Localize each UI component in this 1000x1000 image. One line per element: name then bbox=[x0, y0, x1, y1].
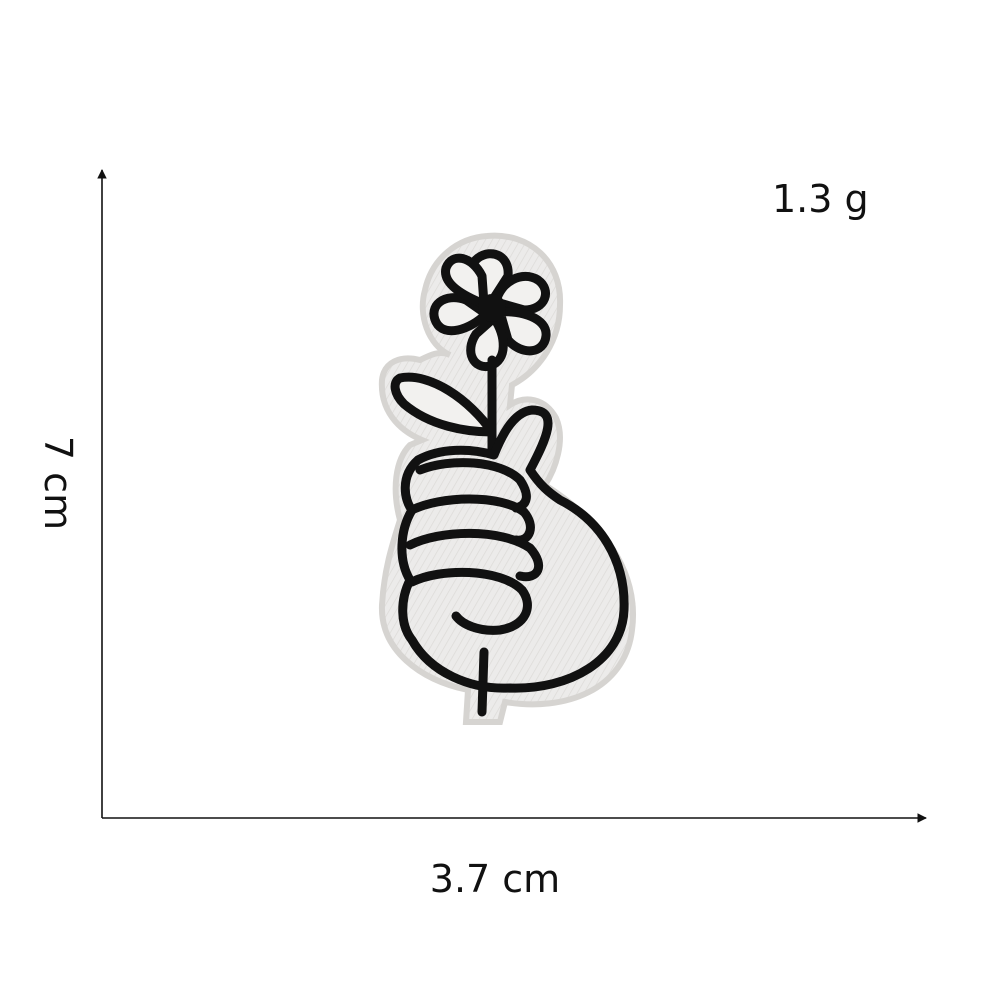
patch-backing bbox=[378, 232, 636, 725]
weight-label: 1.3 g bbox=[772, 177, 869, 221]
height-dimension-label: 7 cm bbox=[36, 435, 80, 531]
width-dimension-label: 3.7 cm bbox=[429, 857, 561, 901]
hand-outline bbox=[397, 405, 629, 693]
flower-center bbox=[478, 294, 506, 322]
finger-lines bbox=[405, 458, 544, 635]
embroidered-patch bbox=[378, 232, 636, 725]
dimension-axes bbox=[97, 169, 927, 823]
leaf-icon bbox=[390, 372, 497, 437]
